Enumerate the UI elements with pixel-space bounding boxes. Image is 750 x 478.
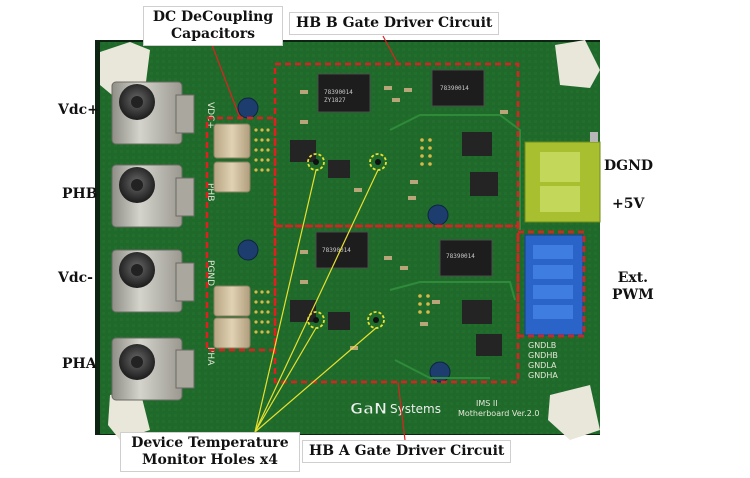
passive-components xyxy=(300,86,508,350)
svg-text:78390014: 78390014 xyxy=(440,85,469,92)
hb-a-gate-driver-label: HB A Gate Driver Circuit xyxy=(302,440,512,463)
dgnd-label: DGND xyxy=(604,158,654,174)
svg-text:PGND: PGND xyxy=(205,260,215,286)
svg-text:GaN: GaN xyxy=(350,399,387,418)
svg-text:Motherboard Ver.2.0: Motherboard Ver.2.0 xyxy=(458,409,539,418)
vdc-minus-label: Vdc- xyxy=(58,270,93,286)
via-arrays xyxy=(254,128,270,334)
pwm-connector xyxy=(524,234,584,336)
temperature-leader-lines xyxy=(254,169,379,433)
svg-text:78390014: 78390014 xyxy=(322,247,351,254)
silkscreen-terminal-labels: VDC+ PHB PGND PHA xyxy=(205,102,215,366)
board-name: IMS II Motherboard Ver.2.0 xyxy=(458,399,539,418)
annotation-boxes xyxy=(205,62,586,384)
svg-text:PHB: PHB xyxy=(205,183,215,201)
temperature-holes-label: Device Temperature Monitor Holes x4 xyxy=(120,432,300,472)
vdc-plus-label: Vdc+ xyxy=(58,102,99,118)
standoff-posts xyxy=(100,40,600,440)
temperature-holes xyxy=(313,159,381,323)
svg-text:Systems: Systems xyxy=(390,402,441,416)
plus-5v-label: +5V xyxy=(612,196,645,212)
svg-text:PHA: PHA xyxy=(205,347,215,366)
svg-text:ZY1827: ZY1827 xyxy=(324,97,346,104)
annotation-leader-lines xyxy=(211,35,406,441)
dc-decoupling-label: DC DeCoupling Capacitors xyxy=(143,6,283,46)
svg-text:IMS II: IMS II xyxy=(476,399,498,408)
hb-b-gate-driver-label: HB B Gate Driver Circuit xyxy=(289,12,500,35)
svg-text:GNDHA: GNDHA xyxy=(528,371,558,380)
ext-pwm-label: Ext. PWM xyxy=(612,270,654,303)
svg-text:GNDHB: GNDHB xyxy=(528,351,558,360)
svg-text:78390014: 78390014 xyxy=(446,253,475,260)
header-pins xyxy=(418,138,432,314)
pha-label: PHA xyxy=(62,356,97,372)
decoupling-capacitors xyxy=(213,123,251,349)
gan-systems-logo: GaN Systems xyxy=(350,399,442,419)
svg-text:GNDLB: GNDLB xyxy=(528,341,556,350)
isolation-transformers: 78390014 ZY1827 78390014 78390014 783900… xyxy=(315,69,493,277)
small-ics xyxy=(290,132,502,356)
copper-traces xyxy=(389,114,521,379)
power-connector xyxy=(524,132,601,223)
svg-text:VDC+: VDC+ xyxy=(205,102,215,129)
svg-text:GNDLA: GNDLA xyxy=(528,361,557,370)
silkscreen-gnd-labels: GNDLB GNDHB GNDLA GNDHA xyxy=(528,341,558,380)
phb-label: PHB xyxy=(62,186,98,202)
power-terminal-blocks xyxy=(111,81,195,401)
svg-text:78390014: 78390014 xyxy=(324,89,353,96)
